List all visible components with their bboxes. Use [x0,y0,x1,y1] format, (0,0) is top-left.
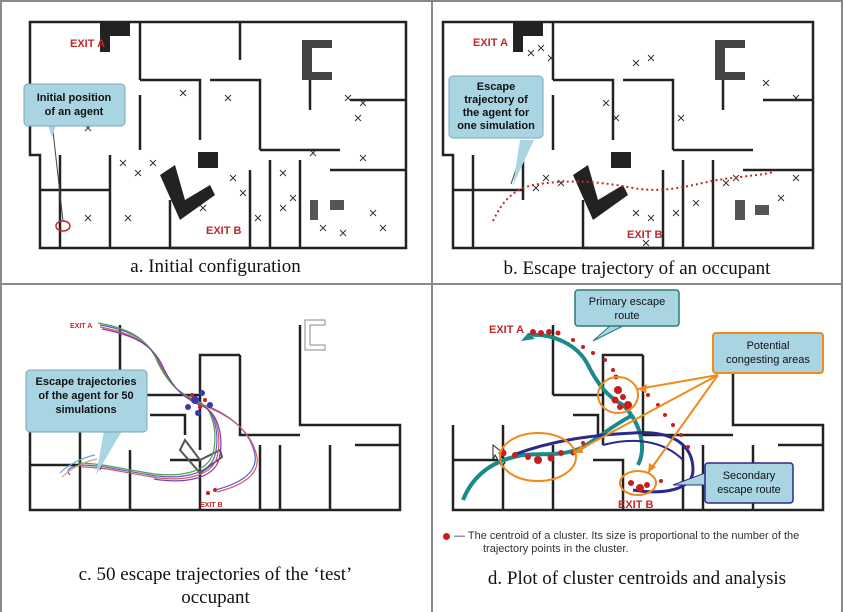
callout-b-line-3: the agent for [463,107,530,119]
exit-a-label: EXIT A [473,37,508,49]
grid-divider-vertical [431,0,433,612]
floorplan-c: Escape trajectories of the agent for 50 … [25,319,402,512]
callout-d-secondary-line-2: escape route [717,484,781,496]
panel-b: Escape trajectory of the agent for one s… [433,0,841,283]
legend: — The centroid of a cluster. Its size is… [443,530,838,556]
callout-b-line-2: trajectory of [464,94,528,106]
exit-a-label: EXIT A [70,38,105,50]
caption-d: d. Plot of cluster centroids and analysi… [487,568,787,589]
centroid-legend-marker [443,532,450,540]
panel-c: Escape trajectories of the agent for 50 … [0,285,431,612]
callout-b-line-1: Escape [477,81,516,93]
callout-b-line-4: one simulation [457,120,535,132]
grid-border-right [841,0,843,612]
panel-a: Initial position of an agent EXIT A EXIT… [0,0,431,283]
caption-a: a. Initial configuration [130,256,301,277]
callout-a-line-2: of an agent [45,106,104,118]
exit-b-label: EXIT B [618,499,654,511]
exit-b-label: EXIT B [206,225,242,237]
callout-d-secondary-line-1: Secondary [723,470,776,482]
callout-d-congesting-line-1: Potential [747,340,790,352]
floorplan-b: Escape trajectory of the agent for one s… [441,20,815,250]
floorplan-d: Potential congesting areas Primary escap… [451,289,825,512]
exit-b-label: EXIT B [200,502,223,509]
exit-a-label: EXIT A [489,324,524,336]
callout-c-line-1: Escape trajectories [36,376,137,388]
caption-c-line-1: c. 50 escape trajectories of the ‘test’ [78,564,353,585]
legend-line-1: — The centroid of a cluster. Its size is… [454,530,800,542]
grid-border-top [0,0,843,2]
grid-divider-horizontal [0,283,843,285]
callout-c-line-3: simulations [55,404,116,416]
callout-d-primary-line-1: Primary escape [589,296,665,308]
exit-b-label: EXIT B [627,229,663,241]
exit-a-label: EXIT A [70,323,92,330]
caption-c-line-2: occupant [181,587,250,608]
callout-d-primary-line-2: route [614,310,639,322]
panel-d: Potential congesting areas Primary escap… [433,285,841,612]
legend-line-2: trajectory points in the cluster. [483,543,629,555]
callout-c-line-2: of the agent for 50 [38,390,133,402]
floorplan-a: Initial position of an agent EXIT A EXIT… [23,20,408,250]
caption-b: b. Escape trajectory of an occupant [503,258,771,279]
callout-a-line-1: Initial position [37,92,112,104]
callout-d-congesting-line-2: congesting areas [726,354,810,366]
grid-border-left [0,0,2,612]
